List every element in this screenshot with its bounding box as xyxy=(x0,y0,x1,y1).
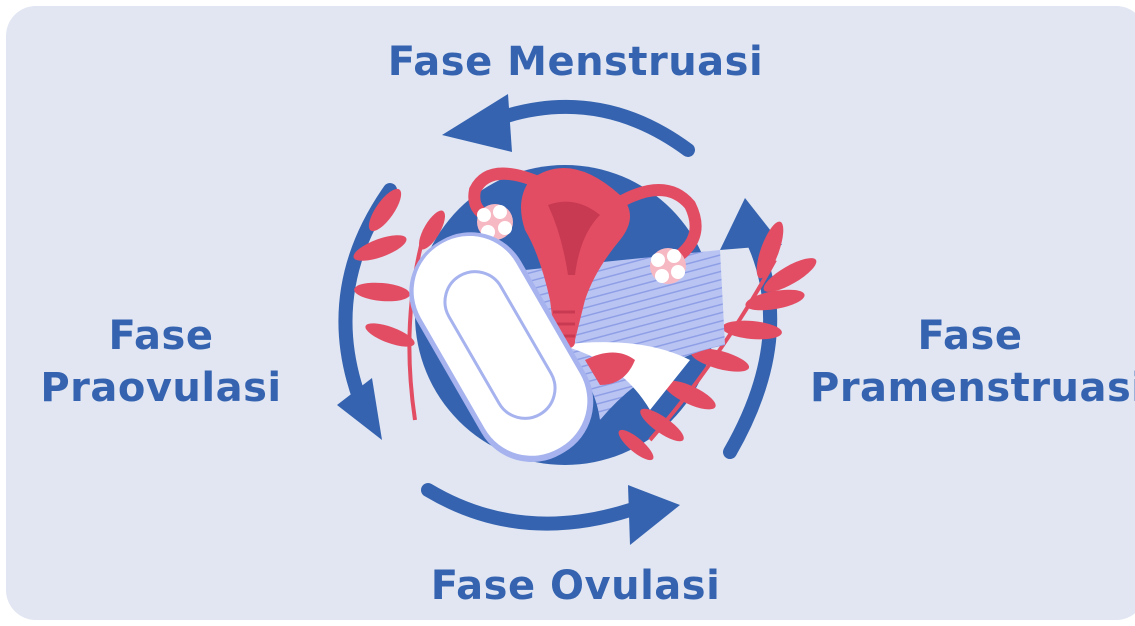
arrowhead-bottom-icon xyxy=(628,485,680,545)
phase-ovulasi-text: Fase Ovulasi xyxy=(0,560,1135,612)
arrow-bottom-icon xyxy=(428,490,630,524)
phase-praovulasi-line2: Praovulasi xyxy=(16,362,306,414)
arrow-top-icon xyxy=(500,107,688,150)
phase-label-praovulasi: Fase Praovulasi xyxy=(16,310,306,414)
phase-label-ovulasi: Fase Ovulasi xyxy=(0,560,1135,612)
phase-menstruasi-text: Fase Menstruasi xyxy=(0,36,1135,88)
phase-pramenstruasi-line2: Pramenstruasi xyxy=(810,362,1130,414)
phase-label-pramenstruasi: Fase Pramenstruasi xyxy=(810,310,1130,414)
arrowhead-top-icon xyxy=(442,94,512,152)
phase-praovulasi-line1: Fase xyxy=(16,310,306,362)
phase-label-menstruasi: Fase Menstruasi xyxy=(0,36,1135,88)
phase-pramenstruasi-line1: Fase xyxy=(810,310,1130,362)
